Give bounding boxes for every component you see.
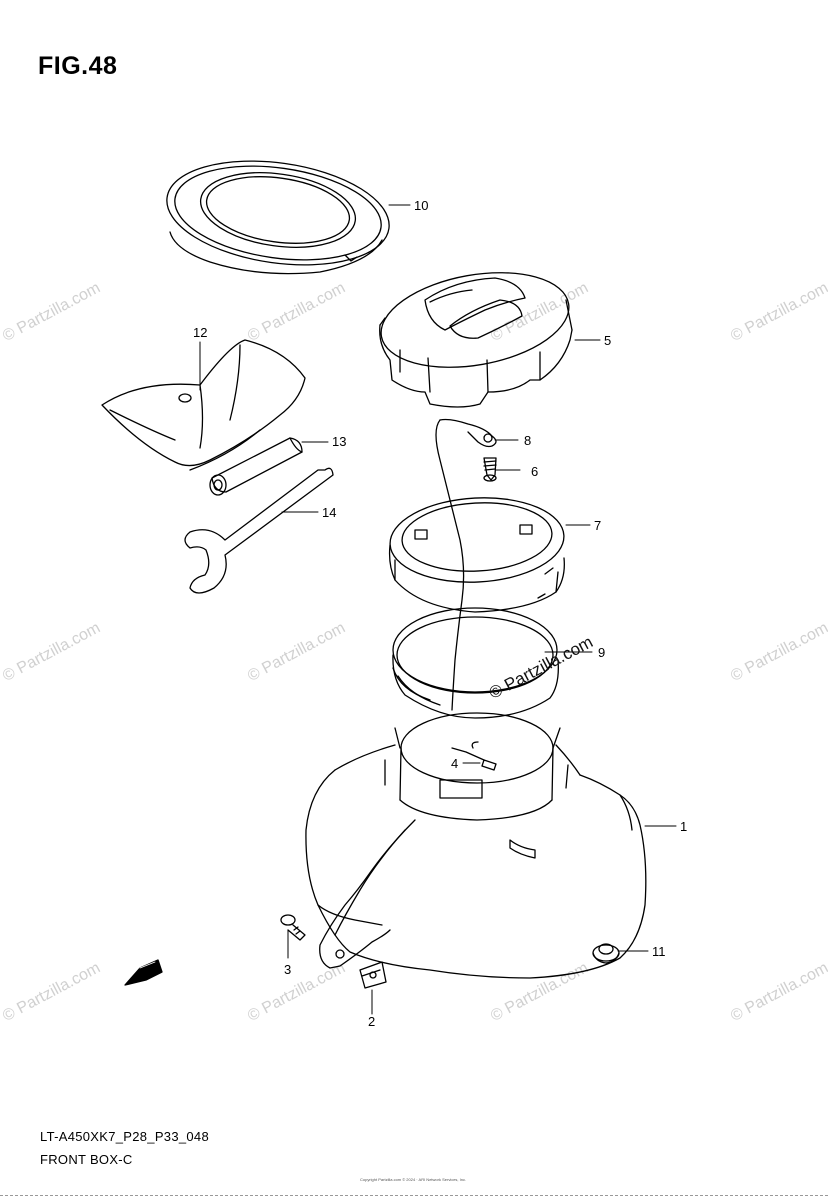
callout-10[interactable]: 10 (414, 198, 429, 213)
part-13-tube (209, 437, 303, 496)
callout-1[interactable]: 1 (680, 819, 688, 834)
callout-4[interactable]: 4 (451, 756, 459, 771)
callout-2[interactable]: 2 (368, 1014, 376, 1029)
callout-9[interactable]: 9 (598, 645, 606, 660)
part-7-ring-holder (388, 497, 565, 613)
callout-7[interactable]: 7 (594, 518, 602, 533)
callout-8[interactable]: 8 (524, 433, 532, 448)
copyright-line: Copyright Partzilla.com © 2024 · ARI Net… (360, 1177, 467, 1182)
part-2-clip-nut (359, 961, 387, 989)
leader-lines (199, 204, 677, 1015)
model-code: LT-A450XK7_P28_P33_048 (40, 1129, 209, 1144)
part-12-tool-bag (101, 339, 306, 471)
part-10-lid-seal (166, 160, 390, 275)
figure-title: FIG.48 (38, 52, 118, 80)
part-4-clip (451, 741, 497, 771)
callout-14[interactable]: 14 (322, 505, 337, 520)
callout-3[interactable]: 3 (284, 962, 292, 977)
page-divider (0, 1195, 828, 1196)
callout-11[interactable]: 11 (652, 944, 666, 959)
callout-6[interactable]: 6 (531, 464, 539, 479)
part-8-wire-terminal (435, 418, 497, 711)
fwd-direction-arrow (124, 959, 163, 986)
part-9-inner-ring (392, 607, 559, 719)
part-3-screw (280, 914, 306, 941)
callout-13[interactable]: 13 (332, 434, 347, 449)
part-6-screw (483, 457, 497, 482)
part-5-cap (379, 272, 573, 408)
callout-5[interactable]: 5 (604, 333, 612, 348)
part-1-front-box (305, 712, 647, 979)
part-14-wrench (184, 467, 334, 594)
callout-12[interactable]: 12 (193, 325, 208, 340)
part-11-grommet (592, 943, 620, 964)
section-name: FRONT BOX-C (40, 1152, 133, 1167)
